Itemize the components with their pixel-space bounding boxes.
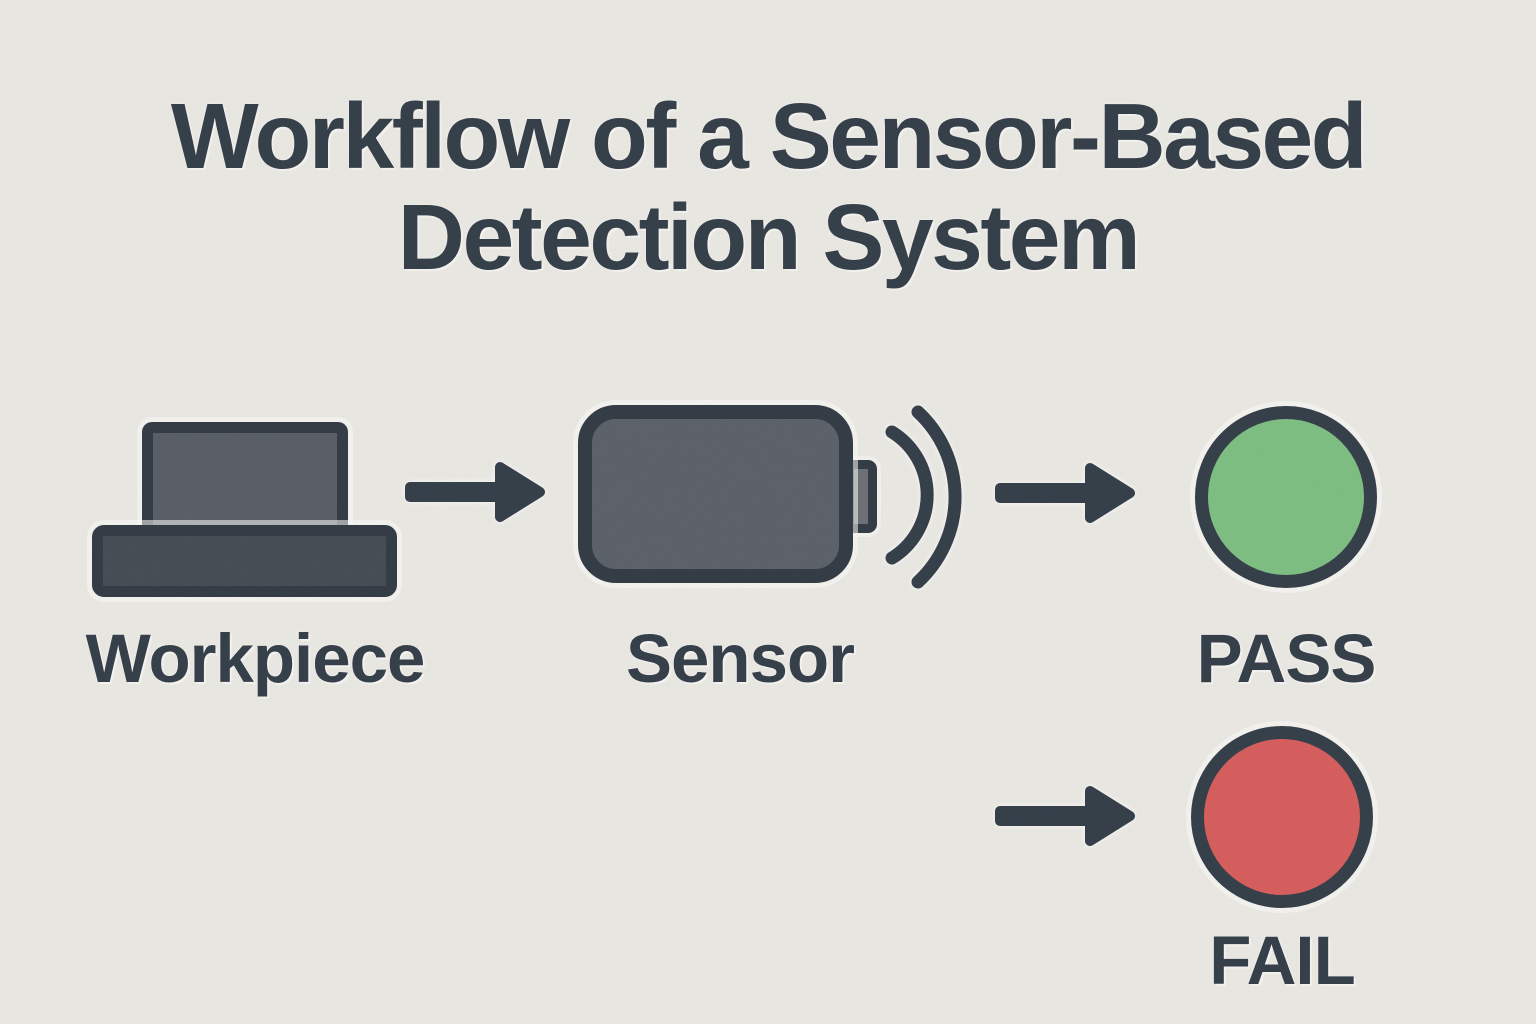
workpiece-label: Workpiece — [85, 620, 426, 697]
title-line-1: Workflow of a Sensor-Based — [170, 84, 1368, 188]
workpiece-icon — [142, 422, 348, 540]
signal-wave-outer — [911, 405, 962, 589]
signal-waves-icon — [885, 405, 962, 589]
arrow-shape — [405, 462, 545, 522]
right-arrow-icon — [995, 786, 1135, 846]
right-arrow-icon — [995, 463, 1135, 523]
arrow-shape — [995, 786, 1135, 846]
fail-indicator-circle — [1191, 726, 1373, 908]
right-arrow-icon — [405, 462, 545, 522]
pass-indicator-circle — [1195, 406, 1377, 588]
fail-label: FAIL — [1209, 922, 1355, 999]
title-line-2: Detection System — [397, 185, 1141, 289]
arrow-shape — [995, 463, 1135, 523]
diagram-title: Workflow of a Sensor-Based Detection Sys… — [0, 86, 1536, 288]
sensor-label: Sensor — [626, 620, 855, 697]
signal-wave-inner — [885, 425, 934, 565]
sensor-icon — [578, 405, 853, 583]
workpiece-base-icon — [92, 525, 397, 597]
pass-label: PASS — [1196, 620, 1377, 697]
